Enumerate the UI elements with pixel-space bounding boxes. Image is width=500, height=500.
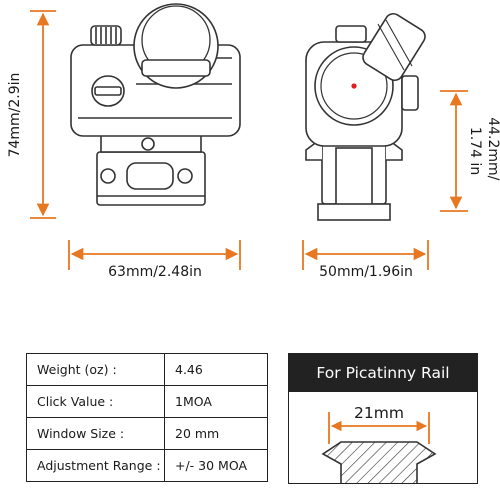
rail-profile-diagram: 21mm: [321, 404, 437, 483]
spec-value: 4.46: [164, 353, 268, 386]
sight-diagram: 74mm/2.9in 63mm/2.48in 50mm/1.96in 44.2m…: [7, 3, 500, 280]
rail-panel: For Picatinny Rail 21mm: [288, 353, 478, 484]
rail-dimension: [328, 412, 430, 444]
spec-label: Weight (oz) :: [26, 353, 165, 386]
height-right-label: 44.2mm/ 1.74 in: [467, 117, 500, 185]
mount-hole-right: [177, 168, 193, 184]
height-left-label: 74mm/2.9in: [7, 73, 23, 158]
width-right-label: 50mm/1.96in: [319, 264, 413, 280]
spec-value: 1MOA: [164, 385, 268, 418]
spec-label: Adjustment Range :: [26, 449, 165, 482]
sight-side-view: [70, 3, 241, 206]
spec-row: Weight (oz) :4.46: [26, 353, 268, 386]
height-right-line-2: 1.74 in: [467, 127, 483, 175]
sight-front-view: [305, 12, 426, 221]
mount-hole-left: [100, 168, 116, 184]
spec-value: 20 mm: [164, 417, 268, 450]
mount-slot: [126, 162, 174, 190]
spec-value: +/- 30 MOA: [164, 449, 268, 482]
spec-label: Window Size :: [26, 417, 165, 450]
red-dot-reticle: [351, 83, 357, 89]
rail-title: For Picatinny Rail: [289, 354, 477, 392]
rail-profile: [321, 441, 437, 483]
windage-knob: [401, 75, 419, 111]
spec-row: Click Value :1MOA: [26, 385, 268, 418]
front-turret: [362, 12, 426, 82]
spec-row: Window Size :20 mm: [26, 417, 268, 450]
rail-width-label: 21mm: [354, 404, 404, 422]
spec-row: Adjustment Range :+/- 30 MOA: [26, 449, 268, 482]
spec-label: Click Value :: [26, 385, 165, 418]
height-right-line-1: 44.2mm/: [485, 117, 500, 180]
width-left-label: 63mm/2.48in: [108, 264, 202, 280]
dimension-lines: [30, 10, 468, 270]
mount-screw: [141, 137, 155, 151]
